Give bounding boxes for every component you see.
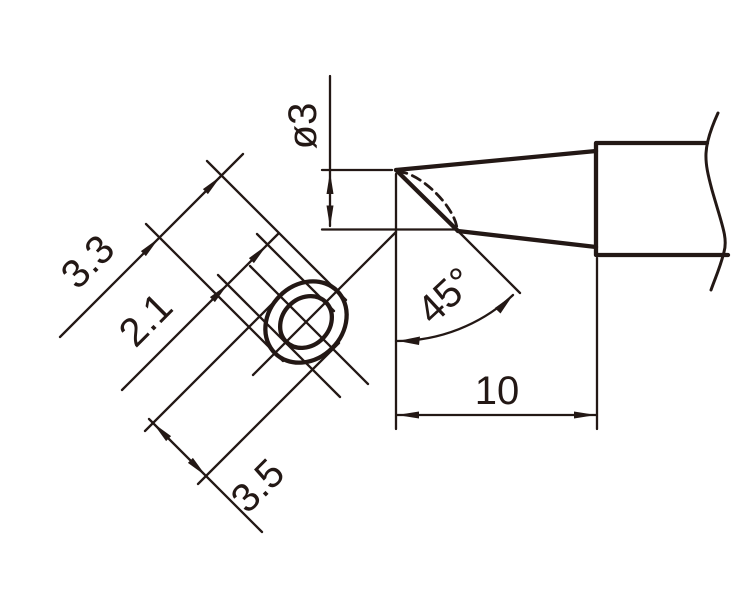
bevel-hidden-arc	[396, 170, 459, 232]
cone-top-edge	[393, 148, 599, 173]
break-line-icon	[704, 111, 727, 292]
arrow-up-icon	[326, 172, 334, 194]
dim-label-hollow: 2.1	[111, 285, 181, 355]
ext-outer-sw	[144, 222, 285, 363]
dim-angle: 45°	[394, 229, 522, 345]
ext-outer-ne	[205, 159, 348, 302]
arc-arrow-left-icon	[398, 336, 420, 345]
dim-hollow-diameter: 2.1	[111, 232, 280, 392]
ext-face-nw	[143, 288, 288, 433]
angle-leader-line	[456, 229, 522, 295]
arrow-left-icon	[397, 411, 419, 419]
dim-label-bevel-width: 3.3	[53, 227, 123, 297]
arrow-ne2-icon	[140, 238, 159, 257]
arc-arrow-right-icon	[494, 295, 513, 314]
ext-face-se	[196, 341, 341, 486]
bevel-face-view	[143, 159, 398, 486]
dim-label-face-length: 3.5	[223, 451, 293, 521]
arrow-ne2-icon	[209, 284, 228, 303]
dim-label-angle: 45°	[409, 259, 483, 332]
dim-label-length: 10	[475, 369, 520, 413]
shank-outline	[593, 140, 731, 258]
dim-label-diameter: ø3	[281, 103, 325, 150]
arrow-down-icon	[326, 205, 334, 228]
arrow-ne-icon	[248, 245, 267, 264]
face-cross-axis	[248, 264, 370, 386]
arrow-nw-icon	[153, 423, 172, 442]
dim-diameter: ø3	[281, 74, 459, 231]
arrow-ne-icon	[202, 176, 221, 195]
bevel-edge	[393, 167, 461, 234]
cone-bottom-edge	[455, 228, 599, 250]
ext-inner-ne	[255, 232, 336, 313]
ext-inner-sw	[216, 273, 342, 399]
arrow-right-icon	[574, 411, 596, 419]
dim-face-length: 3.5	[147, 417, 293, 534]
arrow-se-icon	[187, 457, 206, 476]
dim-length: 10	[394, 172, 599, 431]
tip-side-view	[393, 111, 731, 292]
